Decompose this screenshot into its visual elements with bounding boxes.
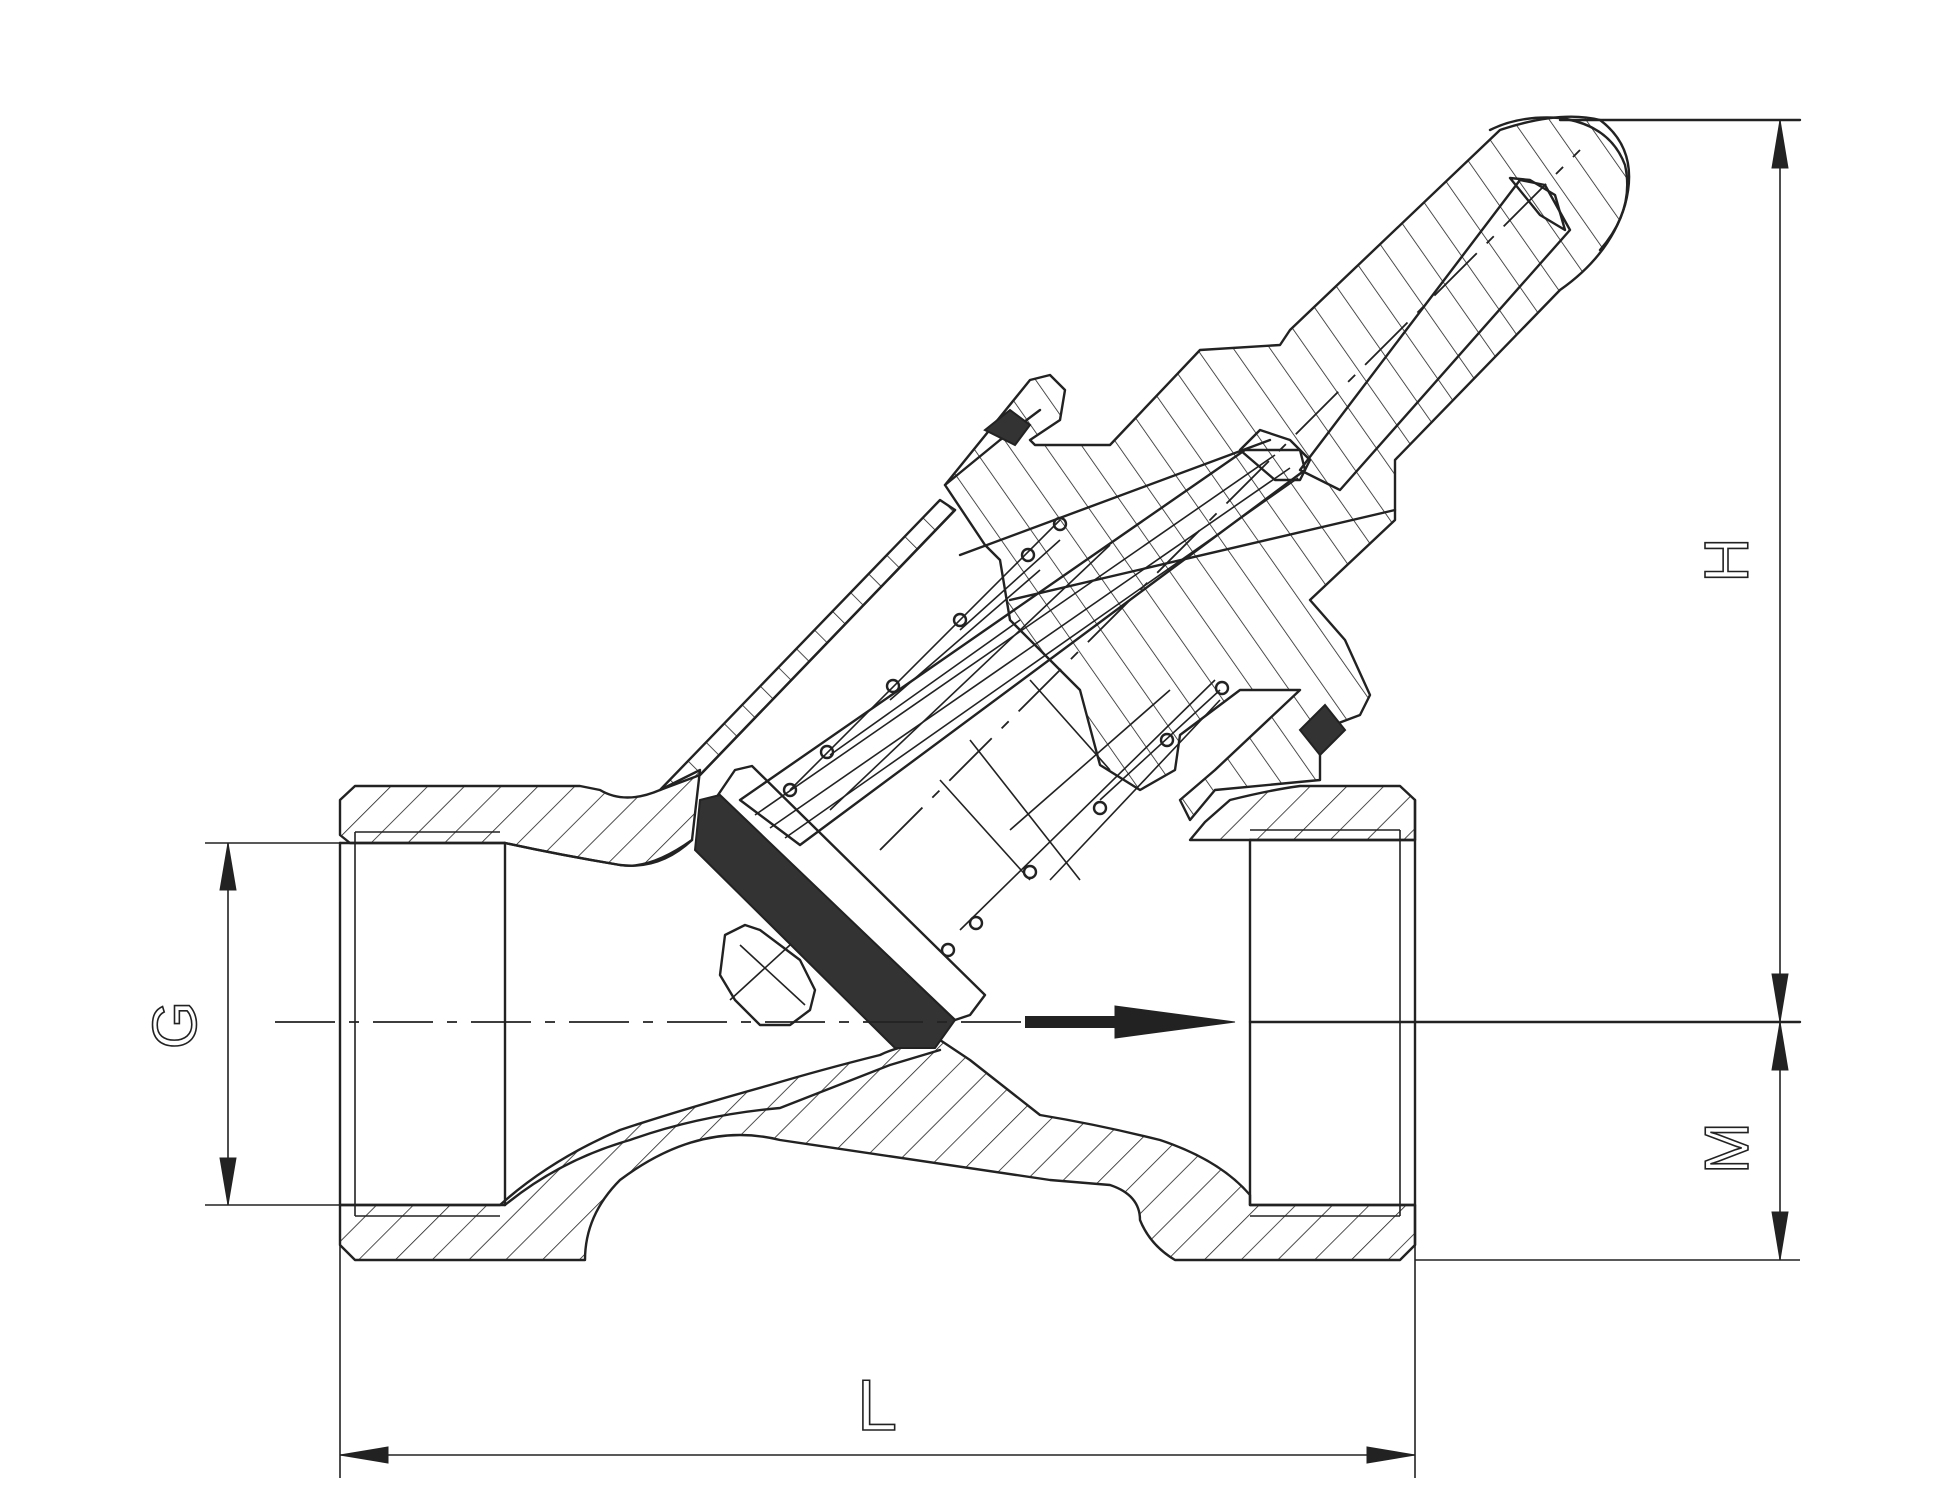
body-wall-top-right bbox=[1188, 784, 1417, 842]
dim-h-arrow-top bbox=[1771, 119, 1789, 169]
disc-seal-gasket bbox=[693, 793, 957, 1049]
disc-lock-nut bbox=[718, 923, 817, 1027]
stem-tip-lower bbox=[1238, 428, 1312, 482]
dimension-l: L bbox=[339, 1245, 1416, 1478]
spring-line-4 bbox=[959, 539, 1061, 631]
spring-coil-8 bbox=[968, 915, 984, 931]
stem-tip-upper bbox=[1508, 176, 1567, 232]
spring-coil-9 bbox=[1022, 864, 1038, 880]
lock-nut-line-2 bbox=[729, 944, 791, 1001]
flow-arrow-head bbox=[1114, 1005, 1236, 1039]
stem-line-b bbox=[769, 467, 1291, 829]
body-wall-top-left bbox=[338, 768, 702, 867]
dim-h-arrow-bottom bbox=[1771, 973, 1789, 1023]
spring-coil-2 bbox=[819, 744, 835, 760]
spring-line-8 bbox=[1049, 699, 1221, 881]
dim-m-label: M bbox=[1693, 1122, 1762, 1174]
spring-line-12 bbox=[1029, 679, 1111, 771]
bonnet-housing bbox=[658, 115, 1802, 822]
spring-line-7 bbox=[1009, 689, 1171, 831]
spring-line-9 bbox=[1099, 689, 1221, 801]
o-ring-lower bbox=[1298, 703, 1347, 757]
dim-g-label: G bbox=[141, 1001, 210, 1049]
spring-coil-3 bbox=[885, 678, 901, 694]
dim-g-arrow-bottom bbox=[219, 1157, 237, 1206]
housing-inner-line-left bbox=[698, 508, 957, 777]
flow-contour-bottom bbox=[503, 1048, 942, 1207]
spring-coil-10 bbox=[1092, 800, 1108, 816]
housing-wall-left bbox=[658, 498, 957, 792]
flow-contour-top bbox=[503, 838, 694, 867]
stem-line-c bbox=[784, 477, 1299, 839]
dimension-g: G bbox=[140, 842, 340, 1206]
spring-coil-11 bbox=[1159, 732, 1175, 748]
valve-stem bbox=[738, 176, 1572, 847]
spring-coil-12 bbox=[1214, 680, 1230, 696]
dim-h-label: H bbox=[1693, 538, 1762, 583]
valve-disc-assembly bbox=[693, 764, 987, 1049]
dim-g-arrow-top bbox=[219, 842, 237, 891]
lock-nut-line-1 bbox=[739, 944, 806, 1006]
spring-coil-1 bbox=[782, 782, 798, 798]
dim-l-arrow-left bbox=[339, 1446, 389, 1464]
dim-m-arrow-top bbox=[1771, 1021, 1789, 1071]
valve-spring bbox=[782, 516, 1230, 958]
handle-cap-outline bbox=[1488, 116, 1629, 252]
spring-line-11 bbox=[969, 739, 1081, 881]
dim-l-label: L bbox=[857, 1366, 897, 1446]
dim-l-arrow-right bbox=[1366, 1446, 1416, 1464]
spring-coil-6 bbox=[1052, 516, 1068, 532]
spring-line-6 bbox=[959, 679, 1216, 931]
guide-line-2 bbox=[958, 438, 1272, 557]
spring-line-5 bbox=[829, 544, 1111, 811]
spring-coil-7 bbox=[940, 942, 956, 958]
spring-coil-4 bbox=[952, 612, 968, 628]
spring-line-1 bbox=[789, 519, 1061, 791]
flow-arrow-shaft bbox=[1025, 1016, 1115, 1028]
valve-body bbox=[338, 768, 1417, 1262]
o-ring-upper bbox=[983, 408, 1032, 447]
housing-cap bbox=[943, 115, 1631, 822]
bonnet-nut-edge bbox=[943, 408, 1042, 487]
spring-line-3 bbox=[889, 569, 1041, 701]
flow-direction-arrow bbox=[1025, 1005, 1236, 1039]
spring-line-2 bbox=[829, 619, 1021, 756]
spring-line-10 bbox=[939, 779, 1031, 881]
body-wall-bottom bbox=[338, 1038, 1417, 1262]
o-rings bbox=[983, 408, 1347, 757]
dimension-h: H bbox=[1692, 119, 1789, 1023]
stem-shaft bbox=[738, 448, 1307, 847]
guide-line-1 bbox=[1008, 508, 1397, 602]
dimension-m: M bbox=[1415, 1021, 1800, 1261]
dim-m-arrow-bottom bbox=[1771, 1211, 1789, 1261]
spring-coil-5 bbox=[1020, 547, 1036, 563]
inclined-centerline bbox=[879, 149, 1581, 851]
